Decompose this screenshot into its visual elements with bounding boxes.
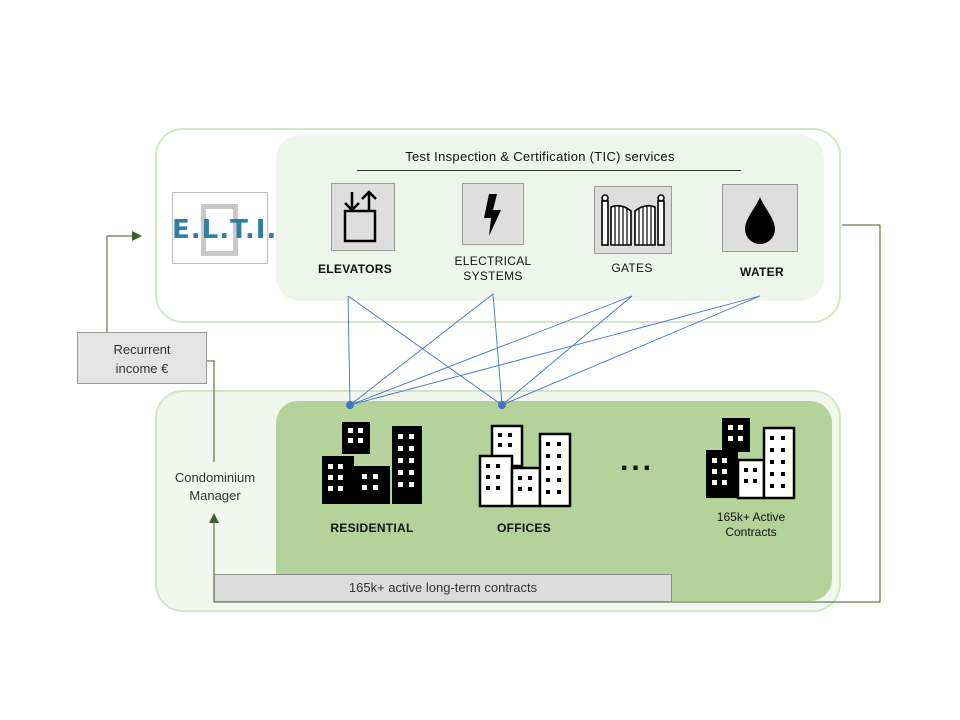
condominium-manager-label: Condominium Manager — [160, 469, 270, 505]
manager-link-line — [207, 360, 215, 462]
building-label-offices: OFFICES — [496, 521, 552, 535]
tic-title-underline — [357, 170, 741, 171]
manager-line2: Manager — [189, 488, 241, 503]
service-label-gates: GATES — [611, 261, 653, 275]
building-label-residential: RESIDENTIAL — [330, 521, 414, 535]
logo-frame-decoration — [201, 204, 238, 256]
ellipsis: ... — [619, 444, 654, 477]
recurrent-income-line2: income € — [115, 361, 169, 376]
recurrent-income-line1: Recurrent — [113, 342, 171, 357]
water-drop-icon — [722, 184, 798, 252]
service-label-electrical-line2: SYSTEMS — [463, 269, 523, 283]
recurrent-income-box: Recurrent income € — [77, 332, 207, 384]
service-label-electrical-line1: ELECTRICAL — [454, 254, 532, 268]
long-term-contracts-bar: 165k+ active long-term contracts — [214, 574, 672, 602]
active-contracts-line1: 165k+ Active — [716, 510, 786, 524]
contracts-return-arrow — [209, 224, 881, 603]
gate-icon — [594, 186, 672, 254]
link-node-offices — [498, 401, 506, 409]
service-label-elevators: ELEVATORS — [317, 262, 393, 276]
manager-line1: Condominium — [174, 470, 256, 485]
logo-text: E.L.T.I. — [172, 215, 278, 245]
electrical-icon — [462, 183, 524, 245]
income-arrow — [106, 231, 142, 332]
link-node-residential — [346, 401, 354, 409]
active-contracts-label: 165k+ Active Contracts — [696, 510, 806, 540]
elevator-icon — [331, 183, 395, 251]
office-buildings-icon — [478, 424, 572, 508]
residential-buildings-icon — [322, 422, 422, 504]
tic-title: Test Inspection & Certification (TIC) se… — [405, 149, 675, 164]
mixed-buildings-icon — [706, 418, 796, 500]
service-label-water: WATER — [740, 265, 784, 279]
service-building-links — [347, 293, 761, 406]
active-contracts-line2: Contracts — [725, 525, 777, 539]
